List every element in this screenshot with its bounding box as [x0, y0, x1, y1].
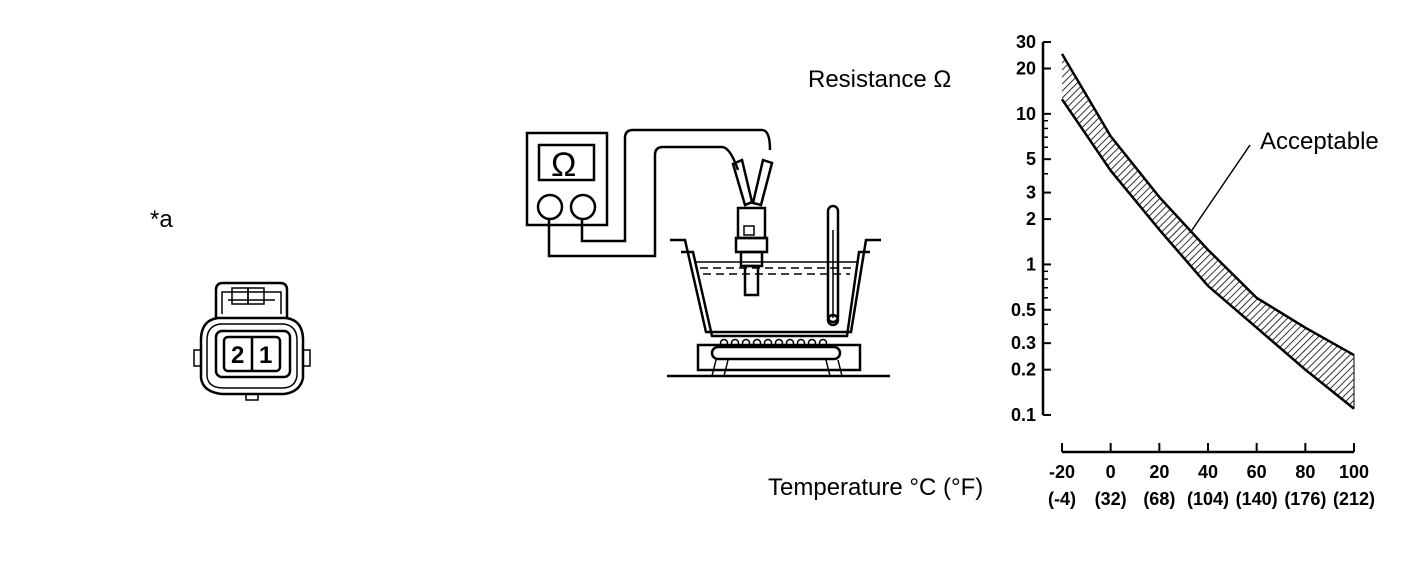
- x-tick-label-f: (140): [1236, 489, 1278, 509]
- acceptable-annotation: Acceptable: [1260, 128, 1379, 155]
- ohmmeter-icon: Ω: [525, 131, 609, 227]
- y-tick-label: 3: [1026, 183, 1036, 203]
- y-tick-label: 30: [1016, 32, 1036, 52]
- x-tick-label-f: (104): [1187, 489, 1229, 509]
- acceptable-band-area: [1062, 53, 1354, 409]
- test-leads: [547, 128, 774, 258]
- x-tick-label-c: 80: [1295, 462, 1315, 482]
- y-tick-label: 0.1: [1011, 405, 1036, 425]
- x-tick-label-f: (32): [1095, 489, 1127, 509]
- x-tick-label-c: 100: [1339, 462, 1369, 482]
- upper-limit-curve: [1060, 53, 1355, 357]
- x-tick-label-c: 20: [1149, 462, 1169, 482]
- y-tick-label: 5: [1026, 149, 1036, 169]
- water-container-icon: [670, 238, 881, 338]
- y-tick-label: 0.5: [1011, 300, 1036, 320]
- connector-label: *a: [150, 206, 173, 233]
- ohm-symbol: Ω: [551, 146, 576, 184]
- pin-2-label: 2: [231, 342, 244, 369]
- coolant-temperature-sensor-icon: [734, 206, 769, 297]
- heater-stove-icon: [667, 338, 890, 378]
- x-tick-label-c: 40: [1198, 462, 1218, 482]
- lower-limit-curve: [1060, 98, 1355, 410]
- x-tick-label-f: (212): [1333, 489, 1375, 509]
- x-tick-label-f: (-4): [1048, 489, 1076, 509]
- resistance-temperature-chart: Resistance Ω Temperature °C (°F) 3020105…: [768, 32, 1379, 509]
- sensor-connector-icon: 2 1: [193, 281, 311, 401]
- pin-1-label: 1: [259, 342, 272, 369]
- thermometer-icon: [826, 204, 840, 327]
- x-tick-label-c: 60: [1247, 462, 1267, 482]
- y-axis-label: Resistance Ω: [808, 66, 951, 93]
- x-tick-label-f: (68): [1143, 489, 1175, 509]
- x-tick-label-c: 0: [1106, 462, 1116, 482]
- y-tick-label: 1: [1026, 254, 1036, 274]
- x-axis-label: Temperature °C (°F): [768, 474, 983, 501]
- x-tick-label-f: (176): [1284, 489, 1326, 509]
- acceptable-leader-line: [1189, 144, 1251, 234]
- x-tick-label-c: -20: [1049, 462, 1075, 482]
- y-tick-label: 20: [1016, 59, 1036, 79]
- y-tick-label: 0.3: [1011, 333, 1036, 353]
- y-tick-label: 10: [1016, 104, 1036, 124]
- y-tick-label: 2: [1026, 209, 1036, 229]
- y-tick-label: 0.2: [1011, 360, 1036, 380]
